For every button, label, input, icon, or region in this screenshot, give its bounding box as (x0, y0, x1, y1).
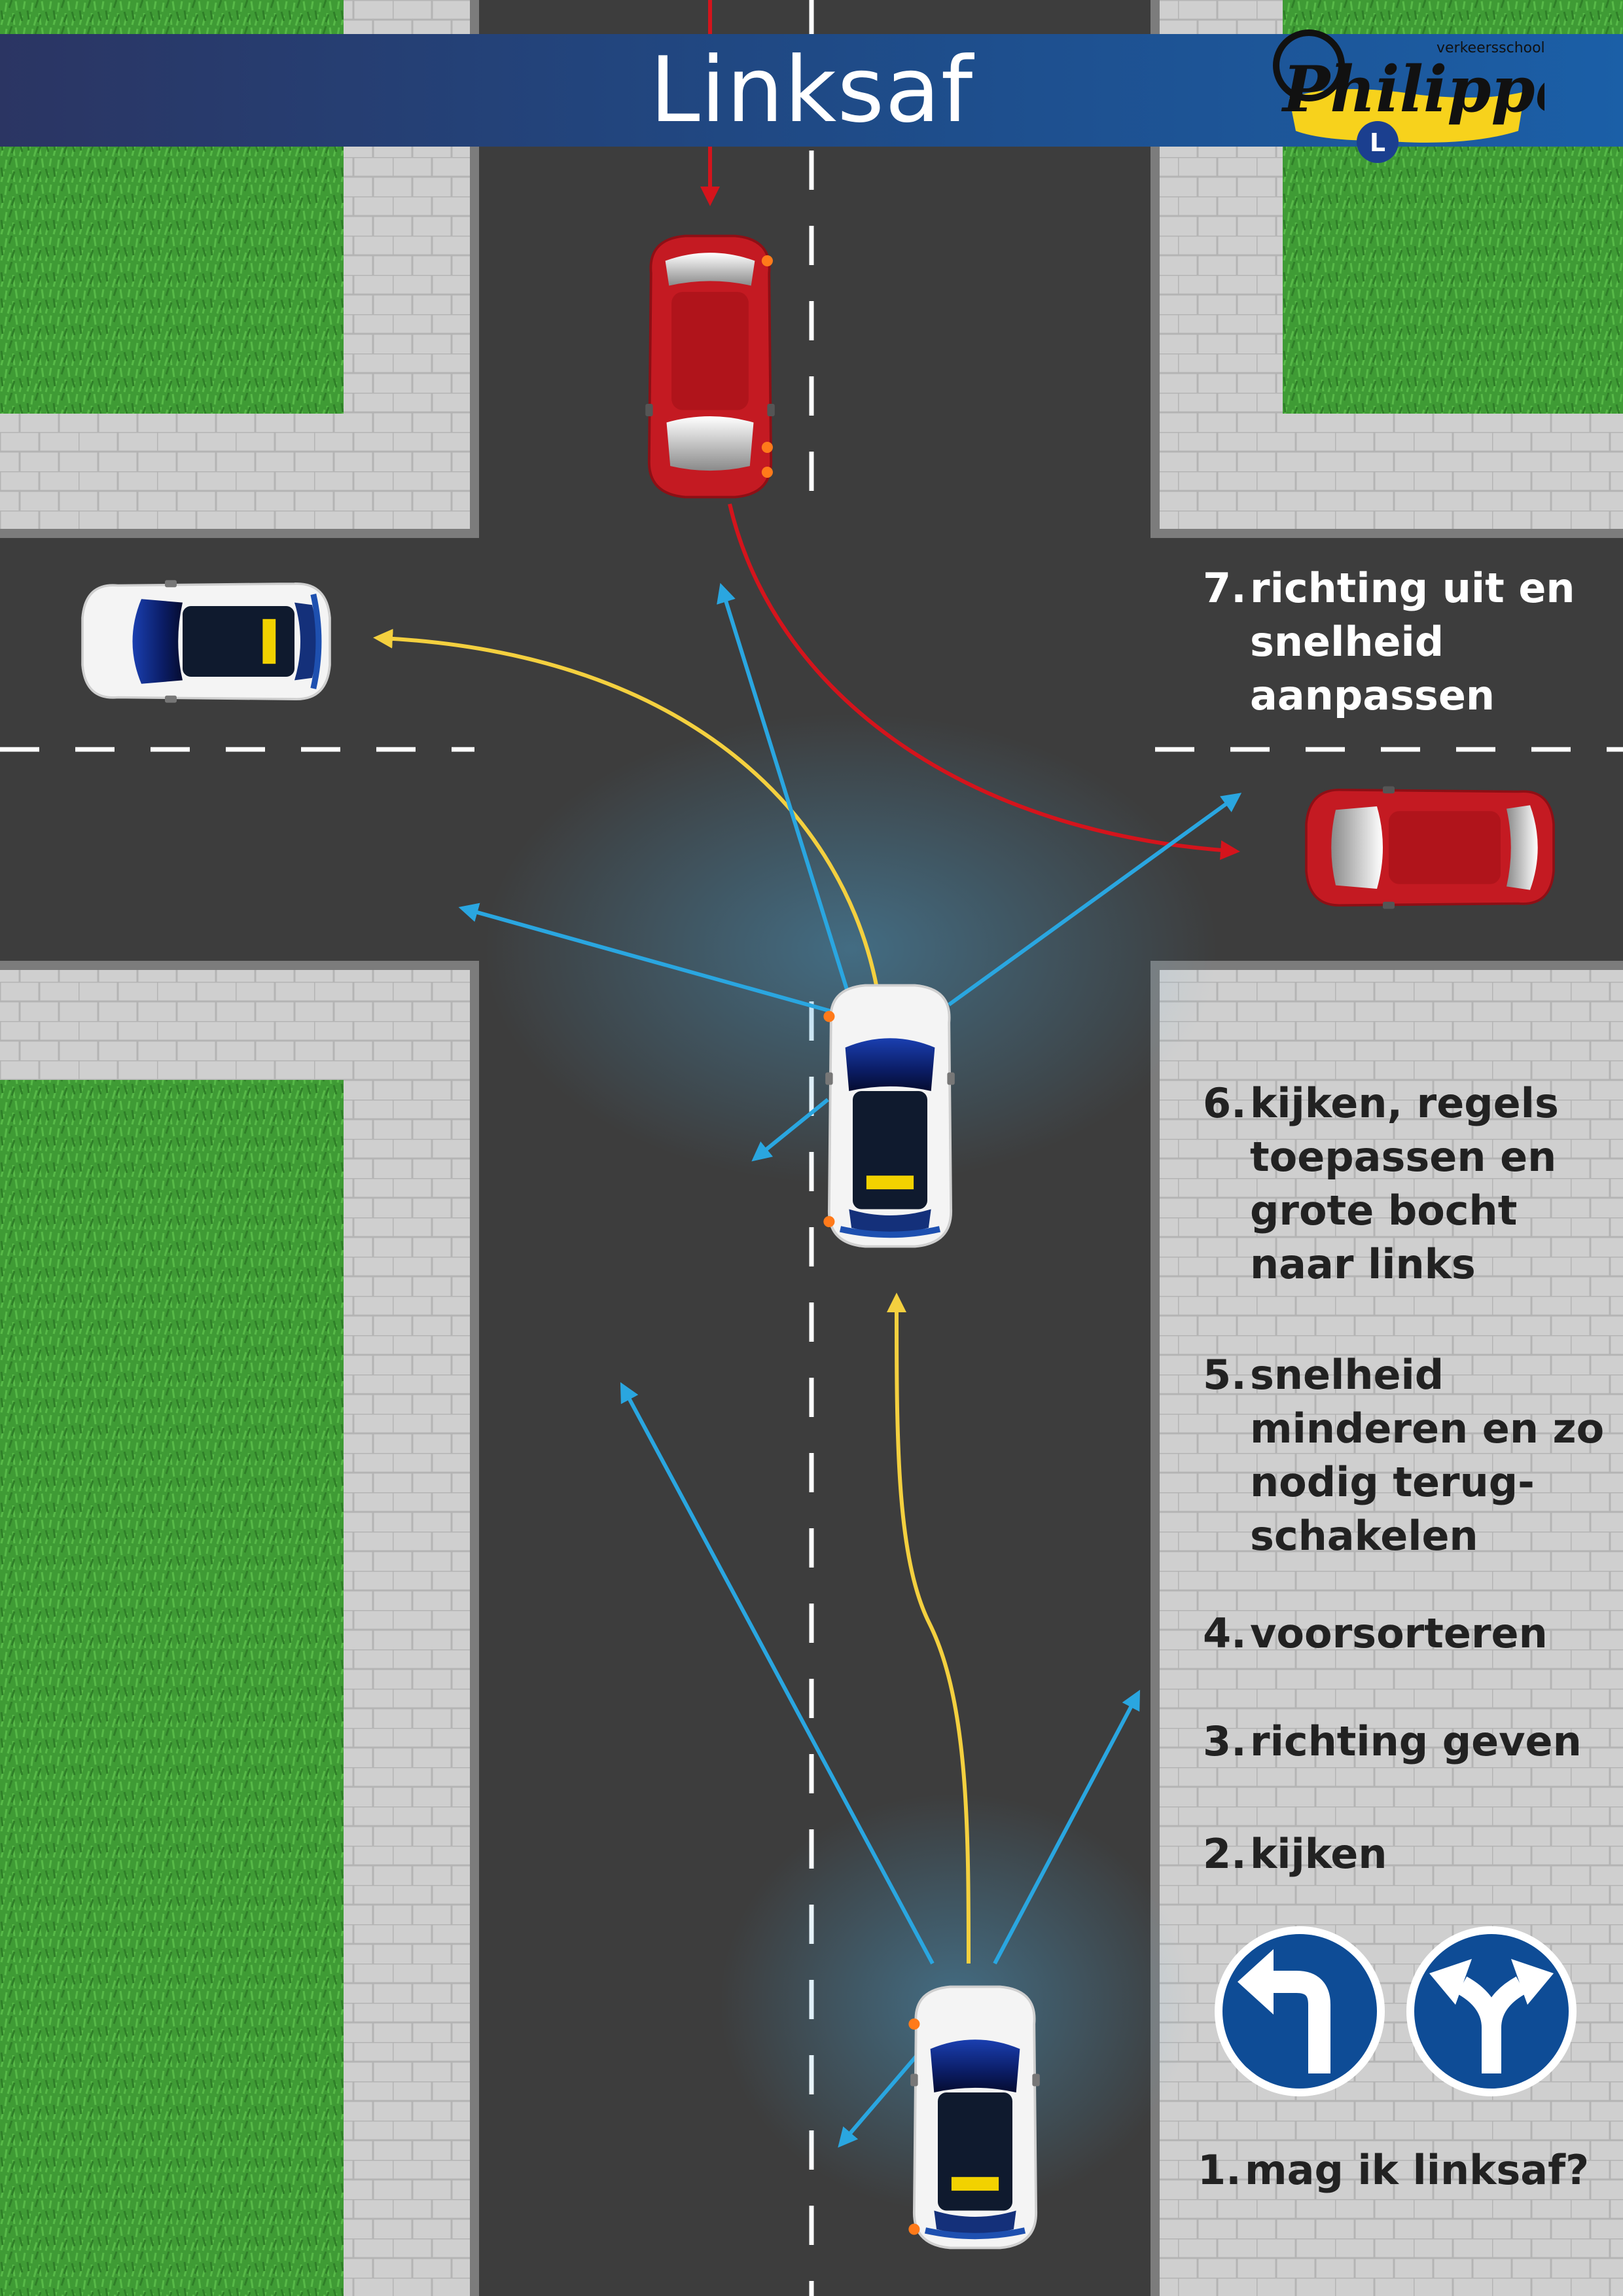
step-3: 3.richting geven (1203, 1717, 1582, 1765)
yellow-driving-path (887, 1293, 971, 1964)
learner-badge (1357, 121, 1399, 163)
philippo-logo: verkeersschool Philippo L (1273, 29, 1544, 163)
logo-subtitle: verkeersschool (1436, 40, 1544, 56)
blue-view-arrows (458, 583, 1242, 2148)
view-glow-middle (484, 713, 1217, 1185)
grass-bottom-left (0, 1080, 344, 2296)
steering-wheel-icon (1273, 29, 1345, 101)
logo-yellow-brush (1289, 89, 1525, 143)
red-car-top (644, 234, 776, 499)
logo-wordmark: Philippo (1281, 52, 1544, 126)
step-2: 2.kijken (1203, 1830, 1387, 1878)
white-car-left (82, 580, 330, 702)
step-7: 7.richting uit en snelheid aanpassen (1203, 564, 1575, 719)
red-car-right (1305, 785, 1555, 910)
red-car-turn-path (728, 503, 1240, 860)
step-4: 4.voorsorteren (1203, 1609, 1548, 1657)
fork-left-right-arrow-icon (1406, 1926, 1577, 2096)
white-car-bottom (908, 1987, 1039, 2248)
learner-badge-letter: L (1370, 128, 1385, 157)
page-title: Linksaf (649, 37, 974, 143)
yellow-turn-path (373, 628, 879, 989)
turn-left-arrow-icon (1215, 1926, 1385, 2096)
white-car-middle (823, 986, 954, 1247)
step-6: 6.kijken, regels toepassen en grote boch… (1203, 1079, 1559, 1288)
step-5: 5.snelheid minderen en zo nodig terug- s… (1203, 1351, 1605, 1560)
step-1: 1.mag ik linksaf? (1198, 2146, 1590, 2194)
